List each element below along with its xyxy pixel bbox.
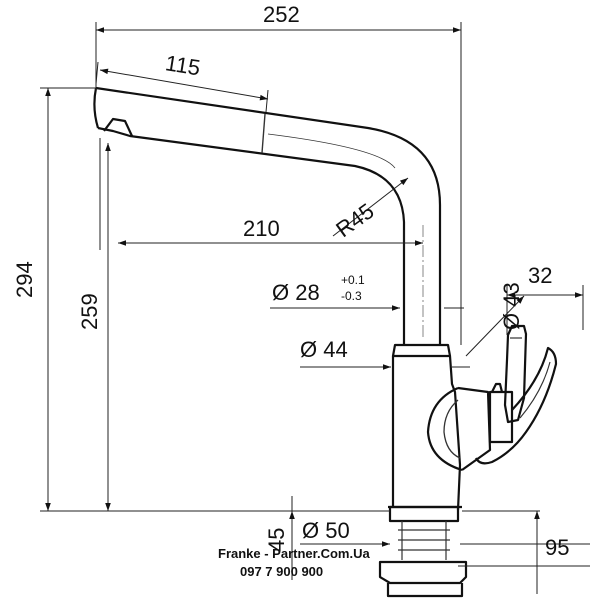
aerator — [103, 117, 133, 137]
body-right — [448, 355, 462, 511]
label-overall-height: 294 — [12, 261, 37, 298]
label-base-depth: 95 — [545, 535, 569, 560]
spout-inner-line — [267, 133, 396, 169]
spout-top-edge — [95, 86, 442, 300]
dimension-lines — [45, 27, 583, 594]
dim-line-radius — [332, 177, 409, 237]
label-body-diameter: Ø 44 — [300, 337, 348, 362]
collar — [391, 343, 452, 358]
shank-threads — [398, 521, 450, 560]
label-reach: 210 — [243, 216, 280, 241]
label-mount-tol-lower: -0.3 — [341, 289, 362, 303]
watermark-phone: 097 7 900 900 — [240, 564, 323, 579]
label-base-diameter: Ø 50 — [302, 518, 350, 543]
label-mount-hole: Ø 28 — [272, 280, 320, 305]
watermark: Franke - Partner.Com.Ua 097 7 900 900 — [218, 546, 370, 579]
cartridge-block — [488, 390, 514, 444]
dim-line-pullout — [99, 68, 269, 101]
lever-boss — [426, 386, 463, 472]
label-overall-width: 252 — [263, 2, 300, 27]
pullout-seam — [261, 113, 266, 154]
lever-boss-inner — [443, 399, 461, 459]
label-mount-tol-upper: +0.1 — [341, 273, 365, 287]
lever-handle — [503, 324, 528, 424]
spout-nose — [93, 87, 100, 129]
extension-lines — [40, 22, 590, 567]
label-spout-height: 259 — [77, 293, 102, 330]
shank-nut — [378, 560, 468, 585]
dim-line-neck — [465, 295, 525, 357]
lever-arm — [475, 346, 558, 465]
spout-bottom-edge — [97, 126, 406, 300]
label-pullout: 115 — [164, 50, 203, 80]
label-neck-diameter: Ø 43 — [499, 282, 524, 330]
lever-arm-inner — [519, 361, 551, 419]
label-lever-clearance: 32 — [528, 263, 552, 288]
faucet-outline — [93, 86, 558, 598]
boss-ring — [457, 386, 492, 471]
watermark-site: Franke - Partner.Com.Ua — [218, 546, 370, 561]
cartridge-cap — [491, 382, 504, 393]
shank-bottom — [386, 583, 464, 598]
label-base-height: 45 — [264, 528, 289, 552]
shank-upper — [388, 505, 460, 523]
label-radius: R45 — [331, 198, 378, 242]
